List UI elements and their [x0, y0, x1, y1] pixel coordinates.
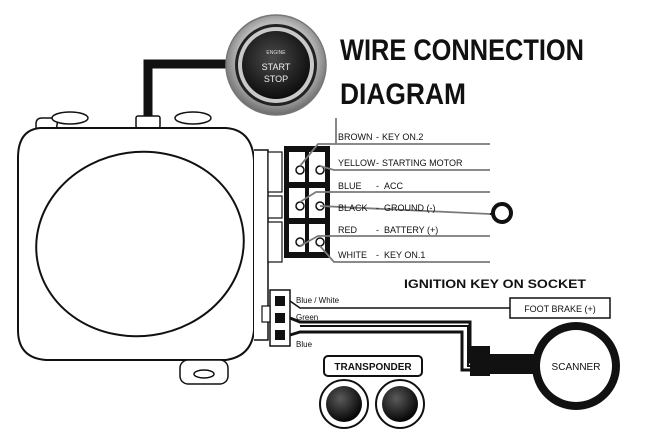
wire-label-sep-white: -	[376, 250, 379, 260]
wire-label-func-red: BATTERY (+)	[384, 225, 438, 235]
control-module	[17, 111, 283, 385]
wire-label-func-brown: KEY ON.2	[382, 132, 423, 142]
wire-label-func-black: GROUND (-)	[384, 203, 436, 213]
wire-label-color-white: WHITE	[338, 250, 367, 260]
transponder-group: TRANSPONDER	[319, 355, 425, 429]
wire-white	[319, 245, 490, 263]
title-line-1: WIRE CONNECTION	[340, 34, 584, 67]
module-lens	[35, 150, 245, 338]
wire-label-sep-black: -	[376, 203, 379, 213]
wire-label-color-yellow: YELLOW	[338, 158, 376, 168]
wire-blue-white	[289, 300, 510, 309]
ground-ring-terminal	[491, 202, 513, 224]
start-button-start-text: START	[262, 62, 291, 72]
start-button-cable	[143, 59, 228, 120]
wire-label-sep-brown: -	[376, 132, 379, 142]
scanner-coil: SCANNER	[532, 322, 620, 410]
wire-red	[299, 235, 490, 247]
wire-label-func-white: KEY ON.1	[384, 250, 425, 260]
wire-brown	[299, 143, 490, 167]
wire-label-func-yellow: STARTING MOTOR	[382, 158, 463, 168]
main-harness-wires	[299, 118, 491, 263]
wire-yellow	[319, 165, 490, 171]
transponder-label: TRANSPONDER	[334, 362, 412, 373]
wire-label-color-red: RED	[338, 225, 358, 235]
wire-label-color-brown: BROWN	[338, 132, 373, 142]
wire-blue	[299, 191, 490, 203]
start-button-stop-text: STOP	[264, 74, 288, 84]
transponder-coil-right	[375, 379, 425, 429]
transponder-coil-left	[319, 379, 369, 429]
small-wire-label-blue-white: Blue / White	[296, 296, 340, 305]
small-harness: Blue / White Green Blue	[289, 296, 540, 376]
small-wire-label-blue: Blue	[296, 340, 313, 349]
foot-brake-box: FOOT BRAKE (+)	[509, 297, 611, 319]
ignition-key-socket-label: IGNITION KEY ON SOCKET	[404, 277, 587, 291]
wire-label-sep-yellow: -	[376, 158, 379, 168]
wire-label-sep-red: -	[376, 225, 379, 235]
scanner-label: SCANNER	[552, 362, 601, 373]
start-stop-button: ENGINE START STOP	[225, 14, 327, 116]
wire-label-color-blue: BLUE	[338, 181, 362, 191]
wire-label-sep-blue: -	[376, 181, 379, 191]
start-button-engine-text: ENGINE	[266, 50, 286, 56]
small-wire-label-green: Green	[296, 313, 318, 322]
wire-label-list: BROWN - KEY ON.2 YELLOW - STARTING MOTOR…	[338, 132, 463, 260]
wire-black	[319, 205, 491, 215]
title-line-2: DIAGRAM	[340, 78, 466, 111]
wire-label-color-black: BLACK	[338, 203, 368, 213]
foot-brake-label: FOOT BRAKE (+)	[524, 304, 596, 314]
wire-label-func-blue: ACC	[384, 181, 404, 191]
